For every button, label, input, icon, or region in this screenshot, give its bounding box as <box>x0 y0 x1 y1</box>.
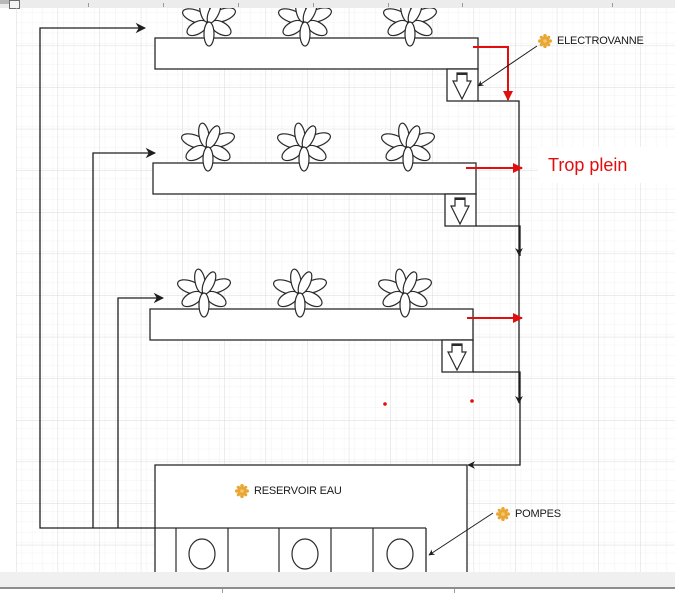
reservoir[interactable] <box>154 464 468 572</box>
ruler-tick <box>313 3 314 7</box>
tray-2[interactable] <box>152 121 477 227</box>
red-dot <box>383 402 387 406</box>
overflow-arrow-1[interactable] <box>473 46 513 101</box>
overflow-arrows <box>466 46 523 323</box>
electrovanne-text: ELECTROVANNE <box>557 35 644 47</box>
pompes-text: POMPES <box>515 508 561 520</box>
supply-line-tray-2[interactable] <box>92 147 157 528</box>
top-ruler <box>0 0 675 9</box>
ruler-tick <box>462 3 463 7</box>
reservoir-text: RESERVOIR EAU <box>254 485 342 497</box>
tray-3[interactable] <box>149 267 474 373</box>
return-line-1[interactable] <box>478 100 523 256</box>
electrovanne-label[interactable]: ELECTROVANNE <box>538 34 644 48</box>
ruler-tick <box>88 3 89 7</box>
ruler-tick <box>612 3 613 7</box>
supply-lines <box>39 22 228 529</box>
tray-1-body <box>154 37 479 70</box>
ruler-tick <box>163 3 164 7</box>
trop-plein-text: Trop plein <box>548 154 628 175</box>
horizontal-scrollbar[interactable] <box>0 572 675 589</box>
gear-icon <box>538 34 552 48</box>
tray-1[interactable] <box>154 8 479 102</box>
trop-plein-label[interactable]: Trop plein <box>538 147 675 183</box>
circle-pump-icon[interactable] <box>291 538 319 570</box>
ruler-tick <box>388 3 389 7</box>
supply-line-tray-1[interactable] <box>39 22 228 529</box>
pompes-label[interactable]: POMPES <box>496 507 561 521</box>
gear-icon <box>235 484 249 498</box>
gear-icon <box>496 507 510 521</box>
red-dot <box>470 399 474 403</box>
tray-3-body <box>149 308 474 341</box>
page-corner-box[interactable] <box>9 0 20 9</box>
status-bar <box>0 589 675 593</box>
page-corner-tab <box>0 0 9 4</box>
return-line-4[interactable] <box>467 371 521 469</box>
return-lines <box>467 100 523 469</box>
circle-pump-icon[interactable] <box>188 538 216 570</box>
pompes-pointer <box>428 512 494 556</box>
diagram-canvas[interactable] <box>0 8 675 572</box>
tray-2-body <box>152 162 477 195</box>
circle-pump-icon[interactable] <box>386 538 414 570</box>
return-line-2[interactable] <box>476 225 521 256</box>
reservoir-label[interactable]: RESERVOIR EAU <box>235 484 342 498</box>
supply-line-tray-3[interactable] <box>117 292 165 528</box>
electrovanne-pointer <box>477 45 538 87</box>
status-separator <box>222 589 223 593</box>
status-separator <box>454 589 455 593</box>
ruler-tick <box>238 3 239 7</box>
